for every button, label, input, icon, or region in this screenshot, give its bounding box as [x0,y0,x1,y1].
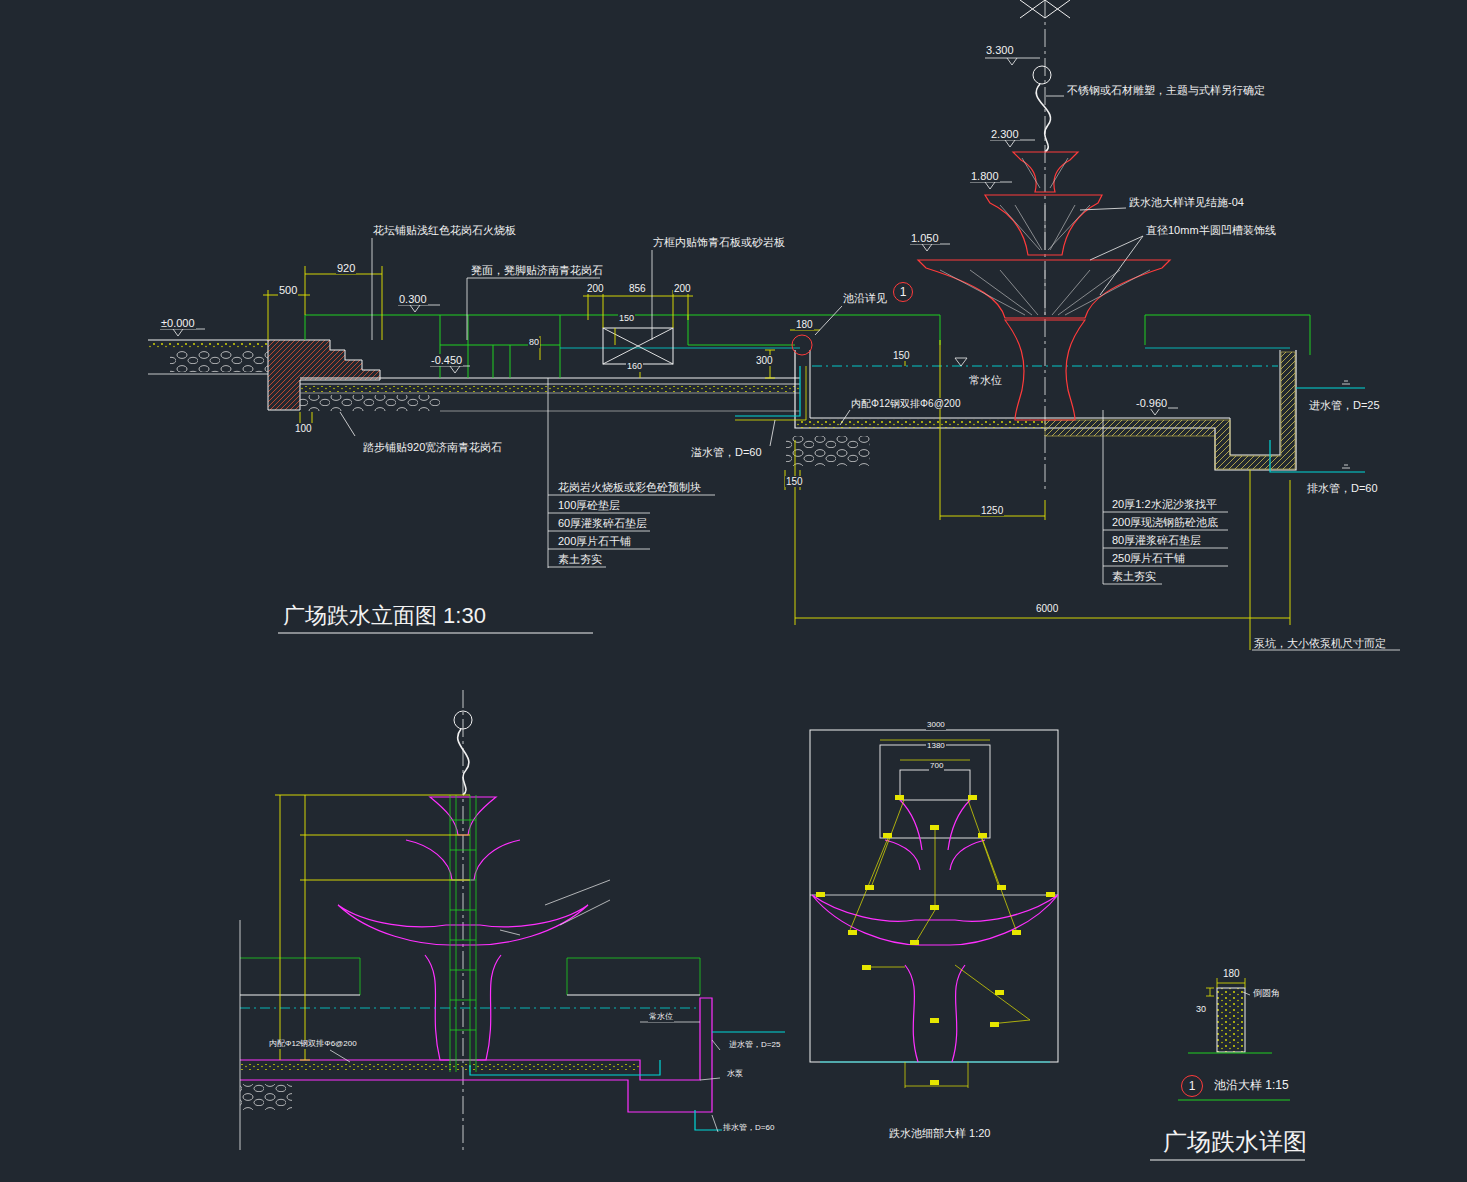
drawing-title: 广场跌水详图 [1162,1129,1308,1155]
annotation-label: 920 [336,262,356,274]
annotation-label: 300 [755,355,774,366]
annotation-label: 内配Φ12钢双排Φ6@200 [850,398,961,409]
annotation-label: 内配Φ12钢双排Φ6@200 [268,1040,358,1049]
annotation-label: 200厚现浇钢筋砼池底 [1111,516,1219,528]
annotation-label: 100厚砼垫层 [557,499,621,511]
annotation-label: 花岗岩火烧板或彩色砼预制块 [557,481,702,493]
annotation-label: 1250 [980,505,1004,516]
annotation-label: 856 [628,283,647,294]
annotation-label: 溢水管，D=60 [690,446,763,458]
annotation-label: 700 [929,762,944,771]
annotation-label: 跌水池细部大样 1:20 [888,1127,991,1139]
annotation-label: 直径10mm半圆凹槽装饰线 [1145,224,1277,236]
annotation-label: 200 [586,283,605,294]
annotation-label: 泵坑，大小依泵机尺寸而定 [1253,637,1387,649]
annotation-label: 150 [618,314,635,324]
annotation-label: 跌水池大样详见结施-04 [1128,196,1245,208]
annotation-label: 池沿大样 1:15 [1213,1079,1290,1092]
annotation-label: 80 [528,338,540,348]
annotation-label: 150 [892,350,911,361]
detail-callout-circle: 1 [893,282,913,302]
annotation-label: ±0.000 [160,317,196,329]
annotation-label: -0.450 [430,354,463,366]
annotation-label: 素土夯实 [557,553,603,565]
annotation-label: 150 [785,476,804,487]
annotation-label: 160 [626,362,643,372]
annotation-label: 花坛铺贴浅红色花岗石火烧板 [372,224,517,236]
annotation-label: 250厚片石干铺 [1111,552,1186,564]
annotation-label: 6000 [1035,603,1059,614]
annotation-label: 30 [1195,1005,1207,1015]
annotation-label: 2.300 [990,128,1020,140]
annotation-label: 20厚1:2水泥沙浆找平 [1111,498,1218,510]
annotation-label: 方框内贴饰青石板或砂岩板 [652,236,786,248]
annotation-label: 60厚灌浆碎石垫层 [557,517,648,529]
annotation-label: 常水位 [648,1013,674,1022]
annotation-label: 1.050 [910,232,940,244]
annotation-label: 500 [278,284,298,296]
callout-number: 1 [900,286,907,298]
annotation-label: 200厚片石干铺 [557,535,632,547]
annotation-label: 排水管，D=60 [1306,482,1379,494]
annotation-label: -0.960 [1135,397,1168,409]
annotation-label: 3.300 [985,44,1015,56]
annotation-label: 水泵 [726,1070,744,1079]
annotation-label: 进水管，D=25 [1308,399,1381,411]
annotation-label: 80厚灌浆碎石垫层 [1111,534,1202,546]
annotation-label: 进水管，D=25 [728,1041,781,1050]
annotation-label: 踏步铺贴920宽济南青花岗石 [362,441,503,453]
detail-callout-circle: 1 [1181,1075,1203,1097]
annotation-label: 180 [795,319,814,330]
annotation-label: 凳面，凳脚贴济南青花岗石 [470,264,604,276]
callout-number: 1 [1189,1080,1196,1092]
annotation-label: 排水管，D=60 [722,1124,775,1133]
annotation-label: 100 [294,423,313,434]
annotation-label: 素土夯实 [1111,570,1157,582]
annotation-label: 0.300 [398,293,428,305]
annotation-label: 200 [673,283,692,294]
annotation-label: 180 [1222,968,1241,979]
annotation-label: 倒圆角 [1252,989,1281,999]
annotation-label: 不锈钢或石材雕塑，主题与式样另行确定 [1066,84,1266,96]
annotation-label: 1.800 [970,170,1000,182]
annotation-label: 3000 [926,721,946,730]
annotation-label: 常水位 [968,374,1003,386]
annotation-label: 广场跌水立面图 1:30 [282,604,487,628]
annotation-label: 1380 [926,742,946,751]
annotation-label: 池沿详见 [842,292,888,304]
